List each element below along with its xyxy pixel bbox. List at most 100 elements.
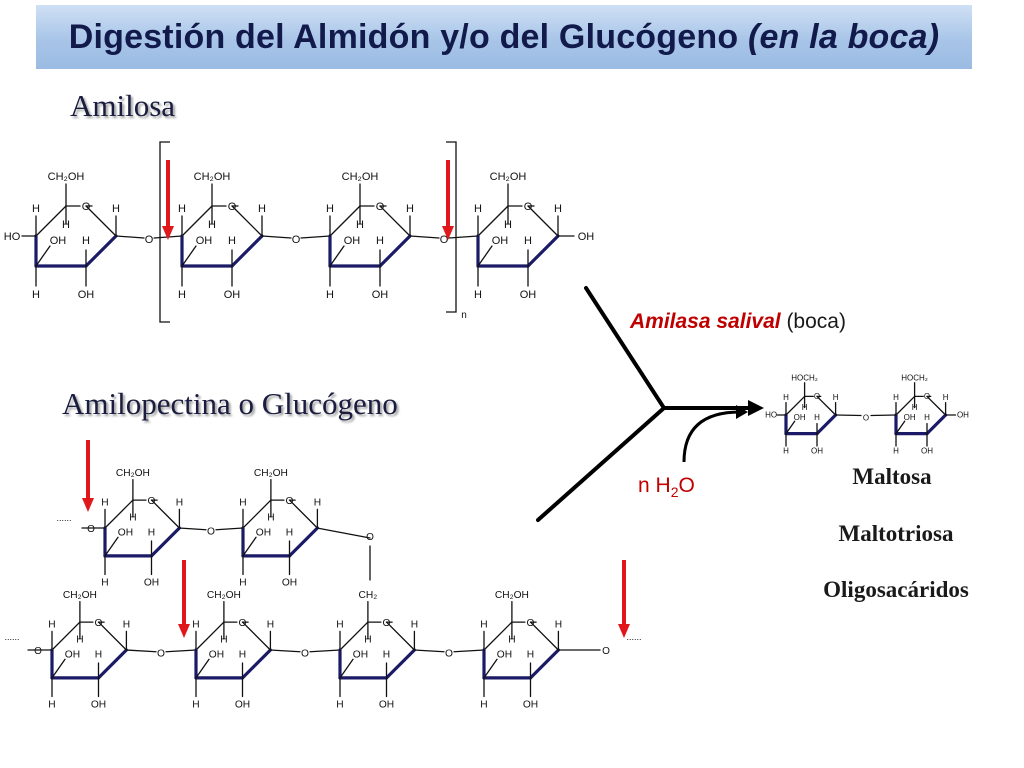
bold-bond: [526, 234, 560, 268]
branch-oxygen: O: [366, 532, 374, 543]
h-label: H: [314, 498, 321, 509]
product-maltosa: Maltosa: [852, 464, 932, 489]
bold-bond: [149, 526, 181, 558]
h-label: H: [267, 513, 274, 524]
h-label: H: [101, 498, 108, 509]
oh-label: OH: [353, 649, 368, 660]
bond: [97, 621, 128, 651]
bond: [529, 621, 560, 651]
ch2oh-label: CH₂OH: [63, 590, 97, 601]
h-label: H: [783, 393, 789, 402]
h-label: H: [555, 620, 562, 631]
h-label: H: [943, 393, 949, 402]
h-label: H: [474, 289, 482, 301]
glycosidic-oxygen: O: [863, 413, 869, 422]
ring-oxygen: O: [524, 201, 533, 213]
glycosidic-oxygen: O: [145, 234, 154, 246]
h-label: H: [112, 203, 120, 215]
h-label: H: [524, 235, 532, 247]
h-label: H: [508, 635, 515, 646]
bond: [85, 205, 117, 237]
h-label: H: [32, 289, 40, 301]
bond: [242, 499, 272, 529]
bond: [379, 205, 411, 237]
h-label: H: [912, 403, 918, 412]
enzyme-place: (boca): [780, 310, 846, 333]
bond: [35, 205, 67, 237]
amilosa-heading: Amilosa: [70, 88, 176, 123]
bond: [215, 527, 244, 531]
repeat-subscript: n: [461, 310, 467, 321]
bond: [269, 649, 301, 653]
bond: [51, 621, 81, 651]
ring-oxygen: O: [376, 201, 385, 213]
h-label: H: [336, 700, 343, 711]
ch2oh-label: CH₂OH: [48, 171, 85, 183]
oh-label: OH: [65, 649, 80, 660]
bond: [785, 395, 806, 416]
oh-label: OH: [196, 235, 213, 247]
bond: [895, 420, 906, 435]
oh-label: OH: [209, 649, 224, 660]
oh-label: OH: [144, 578, 159, 589]
oh-label: OH: [91, 700, 106, 711]
h-label: H: [62, 219, 70, 231]
bond: [339, 621, 369, 651]
bond: [288, 499, 319, 529]
bond: [316, 527, 371, 539]
h-label: H: [32, 203, 40, 215]
amilopectina-heading: Amilopectina o Glucógeno: [62, 386, 398, 421]
oh-label: OH: [904, 413, 916, 422]
h-label: H: [101, 578, 108, 589]
bond: [453, 649, 485, 653]
h-label: H: [383, 649, 390, 660]
bond: [329, 245, 345, 267]
oh-label: OH: [256, 527, 271, 538]
bond: [483, 658, 498, 679]
bold-bond: [815, 413, 838, 436]
bold-bond: [378, 234, 412, 268]
h-label: H: [178, 203, 186, 215]
h-label: H: [554, 203, 562, 215]
ch2oh-label: CH₂OH: [194, 171, 231, 183]
bold-bond: [528, 648, 561, 680]
h-label: H: [239, 649, 246, 660]
cleavage-arrow: [82, 440, 94, 512]
oh-label: OH: [523, 700, 538, 711]
repeat-bracket-left: [159, 141, 170, 323]
oh-label: OH: [78, 289, 95, 301]
bold-bond: [96, 648, 129, 680]
glycosidic-oxygen: O: [207, 527, 215, 538]
bold-bond: [240, 648, 272, 680]
bond: [339, 658, 354, 679]
glycosidic-oxygen: O: [34, 646, 42, 657]
h-label: H: [924, 413, 930, 422]
bond: [895, 395, 916, 416]
cleavage-arrow: [442, 160, 454, 240]
h-label: H: [220, 635, 227, 646]
bond: [926, 395, 947, 416]
h-label: H: [123, 620, 130, 631]
bond: [527, 205, 559, 237]
oh-label: OH: [379, 700, 394, 711]
ring-oxygen: O: [924, 392, 930, 401]
reaction-arrowhead: [748, 400, 764, 416]
bond: [477, 245, 493, 267]
h-label: H: [411, 620, 418, 631]
bond: [178, 527, 207, 531]
glycosidic-oxygen: O: [157, 649, 165, 660]
h-label: H: [474, 203, 482, 215]
bond: [231, 205, 263, 237]
bond: [181, 205, 213, 237]
bond: [385, 621, 416, 651]
cleavage-arrow: [618, 560, 630, 638]
bond: [816, 395, 837, 416]
h-label: H: [480, 620, 487, 631]
glycosidic-oxygen: O: [445, 649, 453, 660]
oh-label: OH: [118, 527, 133, 538]
bond: [195, 658, 210, 679]
h-label: H: [480, 700, 487, 711]
h-label: H: [893, 393, 899, 402]
ho-label: HO: [765, 410, 777, 419]
oh-label: OH: [921, 446, 933, 455]
